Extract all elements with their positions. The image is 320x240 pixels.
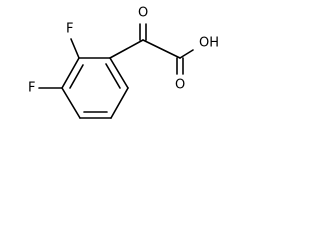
bond-ring-to-ketone-carbon <box>109 39 144 59</box>
ketone-oxygen-label: O <box>138 6 148 21</box>
ring-inner-bond-c6-c1 <box>105 63 121 89</box>
fluorine-label-ortho: F <box>66 22 73 37</box>
ring-bond-c2-c3 <box>61 57 80 89</box>
ring-bond-c3-c4 <box>61 87 81 119</box>
bond-c2-fluorine <box>70 38 80 59</box>
ring-inner-bond-c2-c3 <box>69 64 84 89</box>
hydroxyl-label: OH <box>199 36 219 51</box>
ring-bond-c5-c6 <box>110 87 129 119</box>
ring-bond-c6-c1 <box>109 57 129 89</box>
structure-canvas: F F O O OH <box>28 6 219 119</box>
bond-acid-carbon-to-hydroxyl <box>179 49 194 59</box>
benzene-ring <box>61 57 129 119</box>
fluorine-label-meta: F <box>28 81 35 96</box>
acid-oxygen-label: O <box>175 78 185 93</box>
bond-ketone-to-acid-carbon <box>142 39 181 59</box>
